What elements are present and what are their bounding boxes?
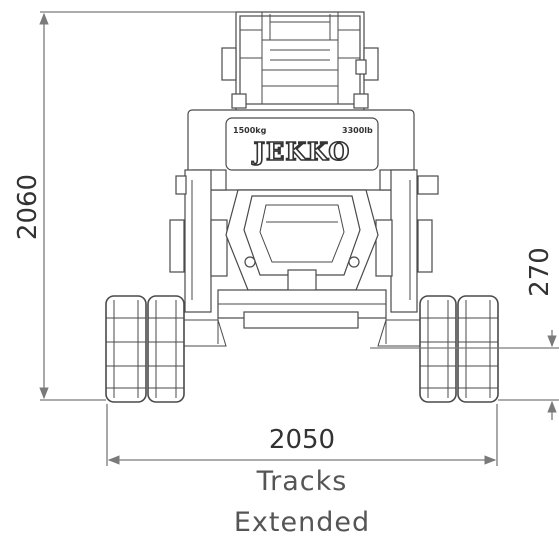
engine-cover (225, 189, 379, 311)
brand-logo: JEKKO (252, 137, 351, 166)
capacity-badge-lb: 3300lb (342, 126, 373, 135)
width-dimension: 2050 (106, 404, 498, 466)
track-right-outer (457, 295, 499, 403)
width-value: 2050 (269, 425, 335, 455)
caption: Tracks Extended (234, 466, 370, 538)
height-value: 2060 (13, 174, 43, 240)
main-body: 1500kg 3300lb JEKKO (187, 109, 415, 191)
clearance-dimension: 270 (370, 247, 559, 420)
caption-line-1: Tracks (256, 466, 348, 497)
machine-front-view: 1500kg 3300lb JEKKO (105, 11, 499, 403)
capacity-badge-kg: 1500kg (233, 126, 267, 135)
side-columns (169, 169, 439, 313)
track-right-inner (419, 295, 457, 403)
height-dimension: 2060 (13, 11, 236, 401)
clearance-value: 270 (525, 247, 555, 297)
rops-frame (221, 11, 379, 113)
track-left-inner (147, 295, 185, 403)
caption-line-2: Extended (234, 507, 370, 538)
track-left-outer (105, 295, 147, 403)
